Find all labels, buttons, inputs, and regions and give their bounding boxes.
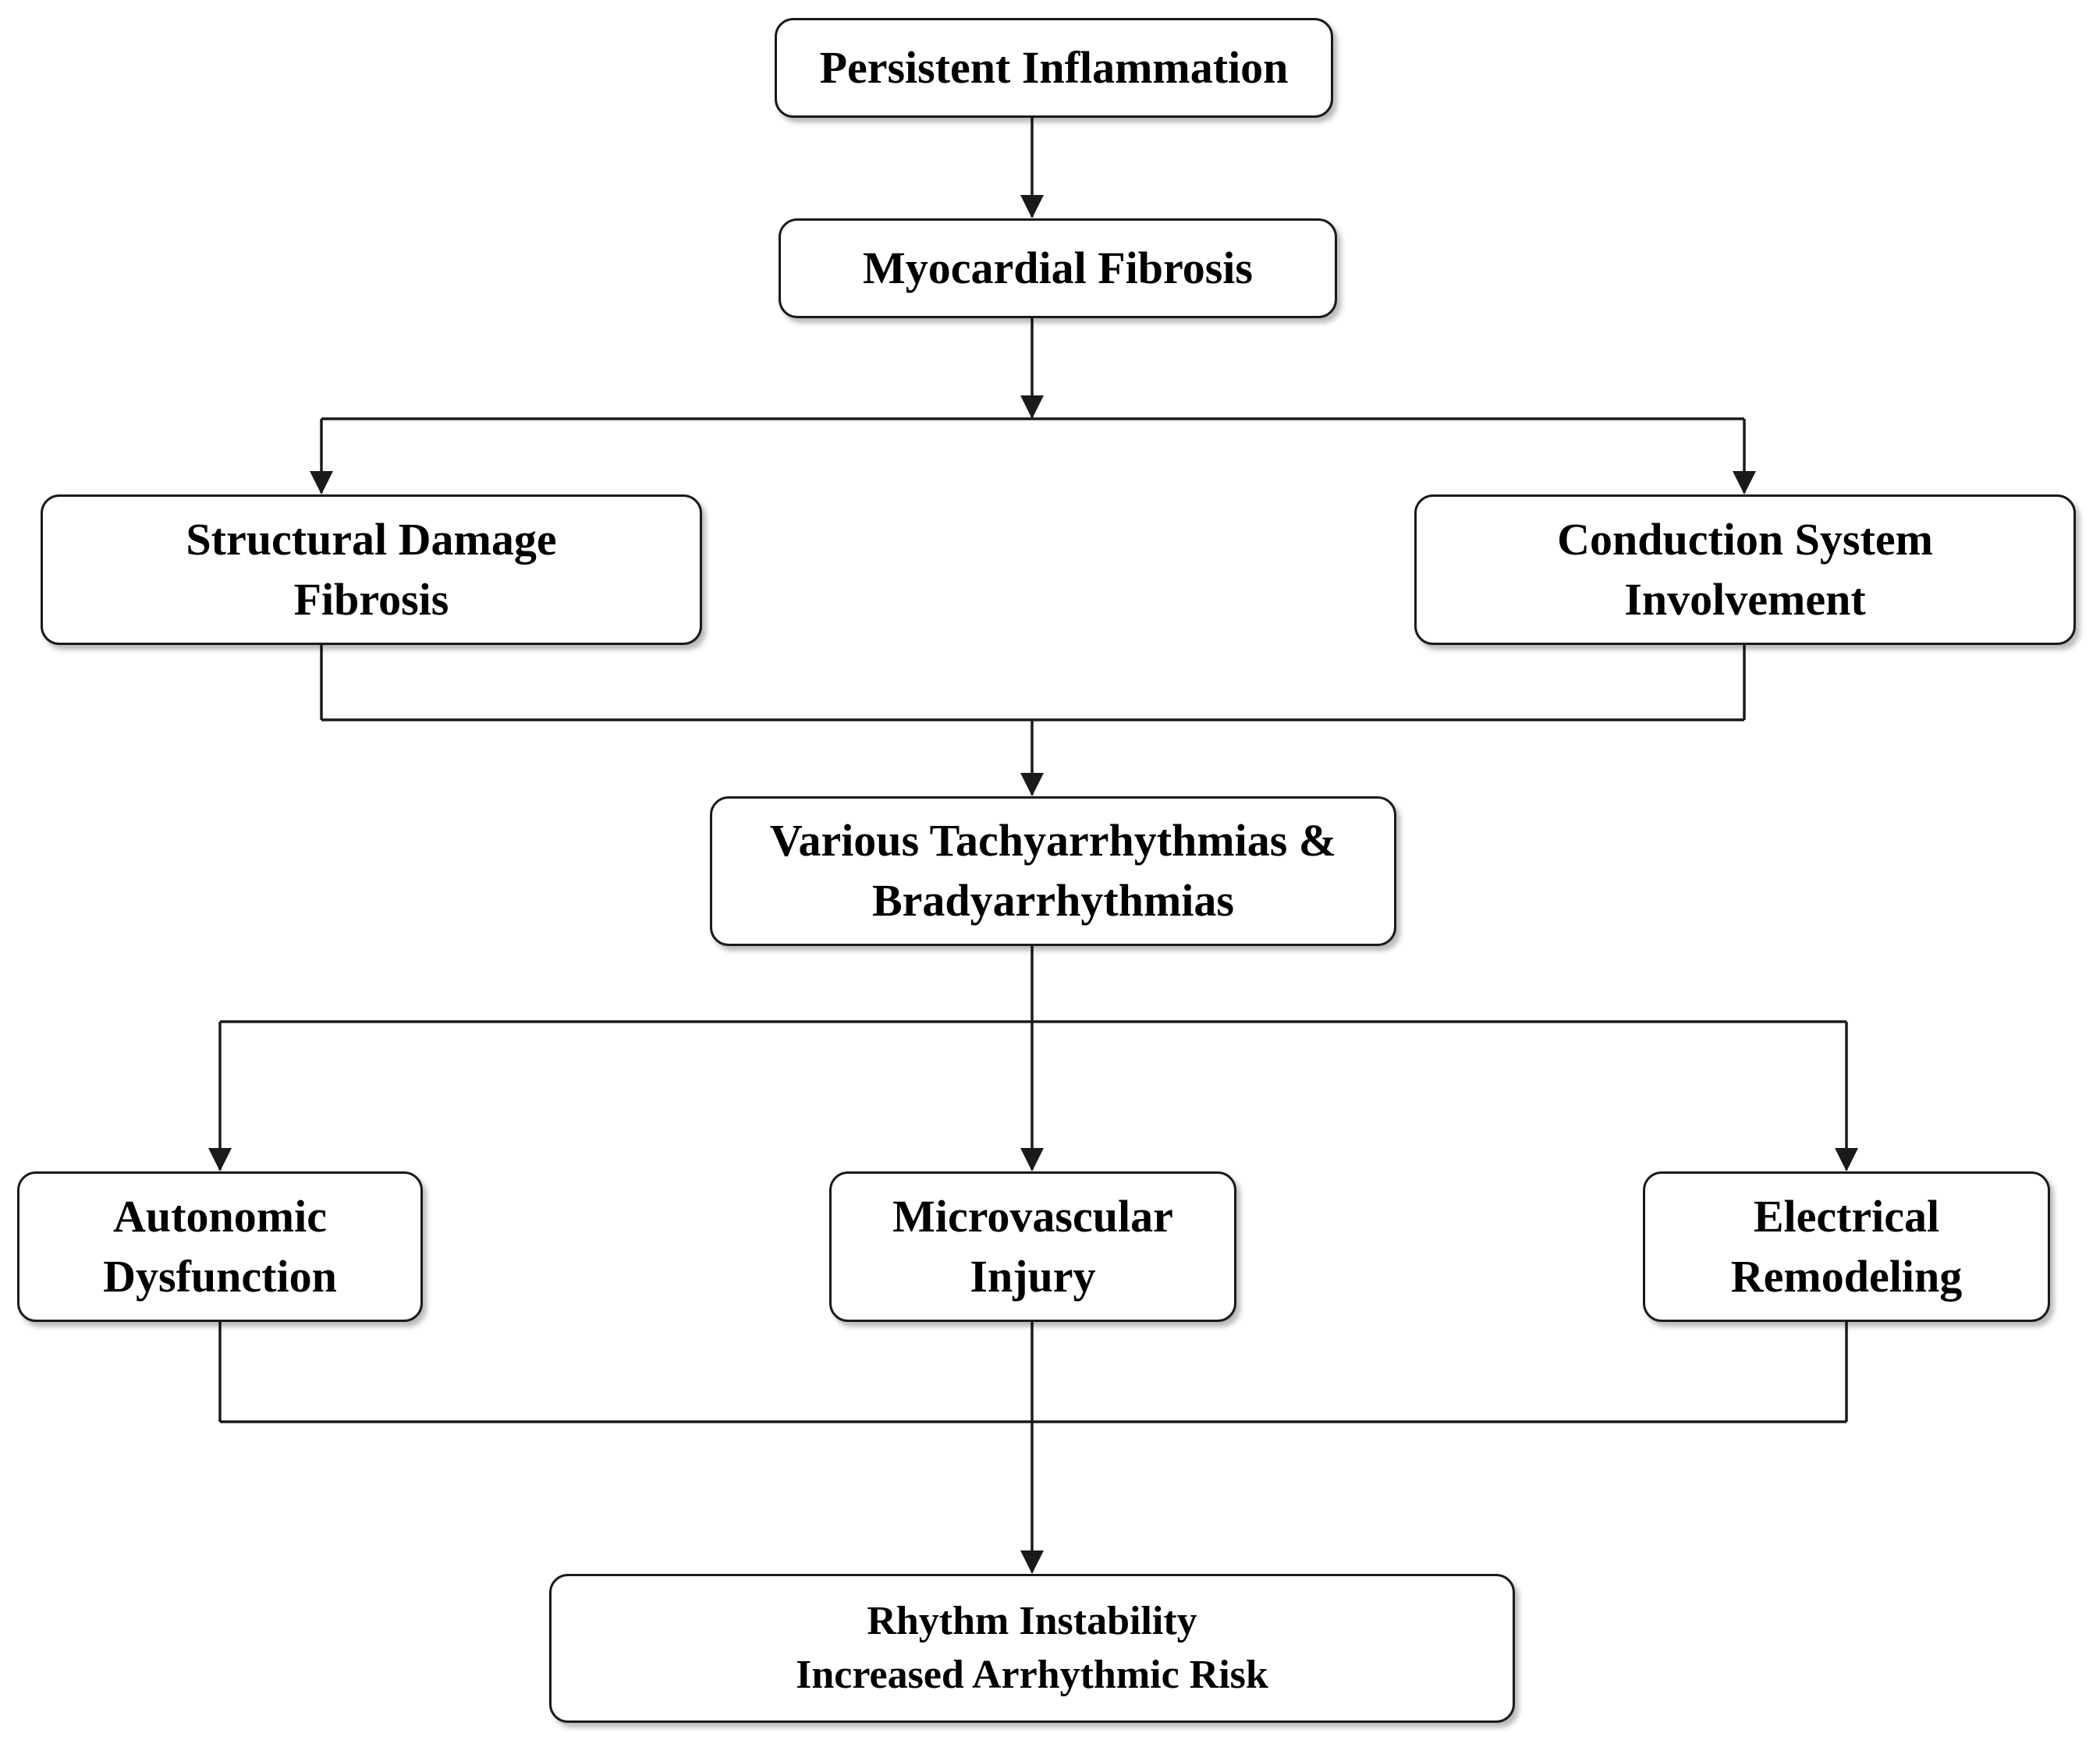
node-label-line-1: Structural Damage xyxy=(186,513,557,565)
node-label-line-1: Electrical xyxy=(1753,1190,1940,1242)
node-persistent-inflammation: Persistent Inflammation xyxy=(775,18,1333,118)
node-structural-damage-fibrosis: Structural Damage Fibrosis xyxy=(41,494,702,645)
node-label-line-2: Injury xyxy=(970,1250,1096,1302)
node-label-line-1: Various Tachyarrhythmias & xyxy=(769,815,1337,866)
node-label: Myocardial Fibrosis xyxy=(863,242,1253,293)
node-myocardial-fibrosis: Myocardial Fibrosis xyxy=(779,218,1337,318)
node-label-line-2: Bradyarrhythmias xyxy=(871,875,1234,926)
node-rhythm-instability: Rhythm Instability Increased Arrhythmic … xyxy=(549,1574,1515,1723)
node-autonomic-dysfunction: Autonomic Dysfunction xyxy=(17,1171,423,1322)
node-label-line-2: Dysfunction xyxy=(103,1250,337,1302)
node-conduction-system-involvement: Conduction System Involvement xyxy=(1414,494,2076,645)
node-label-line-2: Remodeling xyxy=(1730,1250,1963,1302)
node-label: Persistent Inflammation xyxy=(819,41,1289,93)
node-electrical-remodeling: Electrical Remodeling xyxy=(1643,1171,2050,1322)
node-label-line-2: Involvement xyxy=(1624,573,1866,625)
node-label-line-1: Conduction System xyxy=(1557,513,1933,565)
node-microvascular-injury: Microvascular Injury xyxy=(829,1171,1236,1322)
node-label-line-1: Autonomic xyxy=(113,1190,327,1242)
node-various-arrhythmias: Various Tachyarrhythmias & Bradyarrhythm… xyxy=(710,796,1396,946)
node-label-line-2: Increased Arrhythmic Risk xyxy=(796,1652,1268,1697)
node-label-line-1: Rhythm Instability xyxy=(867,1598,1197,1643)
node-label-line-2: Fibrosis xyxy=(293,573,449,625)
node-label-line-1: Microvascular xyxy=(892,1190,1173,1242)
